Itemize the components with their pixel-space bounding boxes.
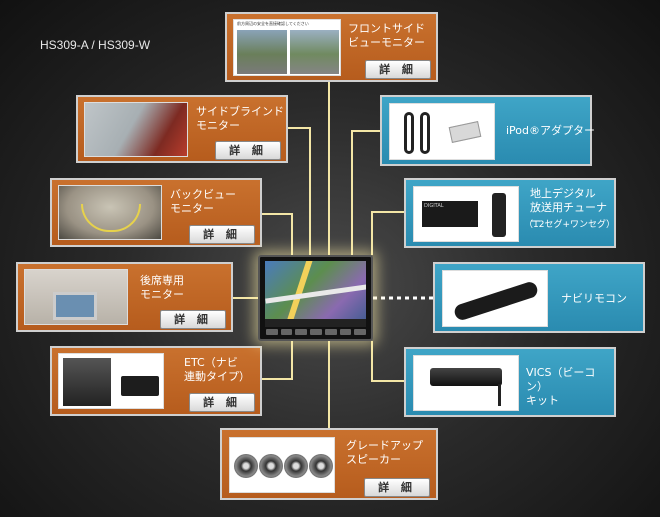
speaker-label: グレードアップ スピーカー [346, 439, 423, 466]
screen-caption: 前方周辺の安全を直接確認してください [237, 21, 309, 26]
back-view-image [58, 185, 162, 240]
digital-tuner-sublabel: （12セグ+ワンセグ） [524, 220, 615, 230]
etc-image [58, 353, 164, 409]
rear-seat-monitor-card: 後席専用 モニター 詳 細 [16, 262, 233, 332]
back-view-card: バックビュー モニター 詳 細 [50, 178, 262, 247]
navi-remote-image [442, 270, 548, 327]
ipod-adapter-image [389, 103, 495, 160]
model-name: HS309-A / HS309-W [40, 38, 151, 52]
side-blind-detail-button[interactable]: 詳 細 [215, 141, 281, 160]
front-side-view-image: 前方周辺の安全を直接確認してください [233, 19, 341, 76]
digital-tuner-card: DIGITAL 地上デジタル 放送用チューナー （12セグ+ワンセグ） [404, 178, 616, 248]
speaker-image [229, 437, 335, 493]
front-side-view-detail-button[interactable]: 詳 細 [365, 60, 431, 79]
etc-detail-button[interactable]: 詳 細 [189, 393, 255, 412]
vics-kit-card: VICS（ビーコン） キット [404, 347, 616, 417]
navi-remote-card: ナビリモコン [433, 262, 645, 333]
navigation-screen [265, 261, 366, 327]
tuner-device-text: DIGITAL [422, 201, 478, 227]
navigation-unit [258, 255, 373, 341]
ipod-adapter-card: iPod®アダプター [380, 95, 596, 166]
back-view-detail-button[interactable]: 詳 細 [189, 225, 255, 244]
etc-card: ETC（ナビ 連動タイプ） 詳 細 [50, 346, 262, 416]
rear-seat-monitor-detail-button[interactable]: 詳 細 [160, 310, 226, 329]
back-view-label: バックビュー モニター [170, 188, 236, 215]
front-side-view-card: 前方周辺の安全を直接確認してください フロントサイド ビューモニター 詳 細 [225, 12, 438, 82]
ipod-adapter-label: iPod®アダプター [506, 124, 596, 137]
digital-tuner-label: 地上デジタル 放送用チューナー [530, 187, 607, 228]
navigation-unit-buttons [266, 329, 367, 335]
speaker-card: グレードアップ スピーカー 詳 細 [220, 428, 438, 500]
front-side-view-label: フロントサイド ビューモニター [348, 22, 425, 49]
side-blind-card: サイドブラインド モニター 詳 細 [76, 95, 288, 163]
side-blind-label: サイドブラインド モニター [196, 105, 284, 132]
digital-tuner-image: DIGITAL [413, 186, 519, 242]
etc-label: ETC（ナビ 連動タイプ） [184, 356, 250, 383]
vics-kit-image [413, 355, 519, 411]
side-blind-image [84, 102, 188, 157]
rear-seat-monitor-image [24, 269, 128, 325]
vics-kit-label: VICS（ビーコン） キット [526, 366, 596, 407]
speaker-detail-button[interactable]: 詳 細 [364, 478, 430, 497]
rear-seat-monitor-label: 後席専用 モニター [140, 274, 184, 301]
navi-remote-label: ナビリモコン [561, 292, 627, 305]
